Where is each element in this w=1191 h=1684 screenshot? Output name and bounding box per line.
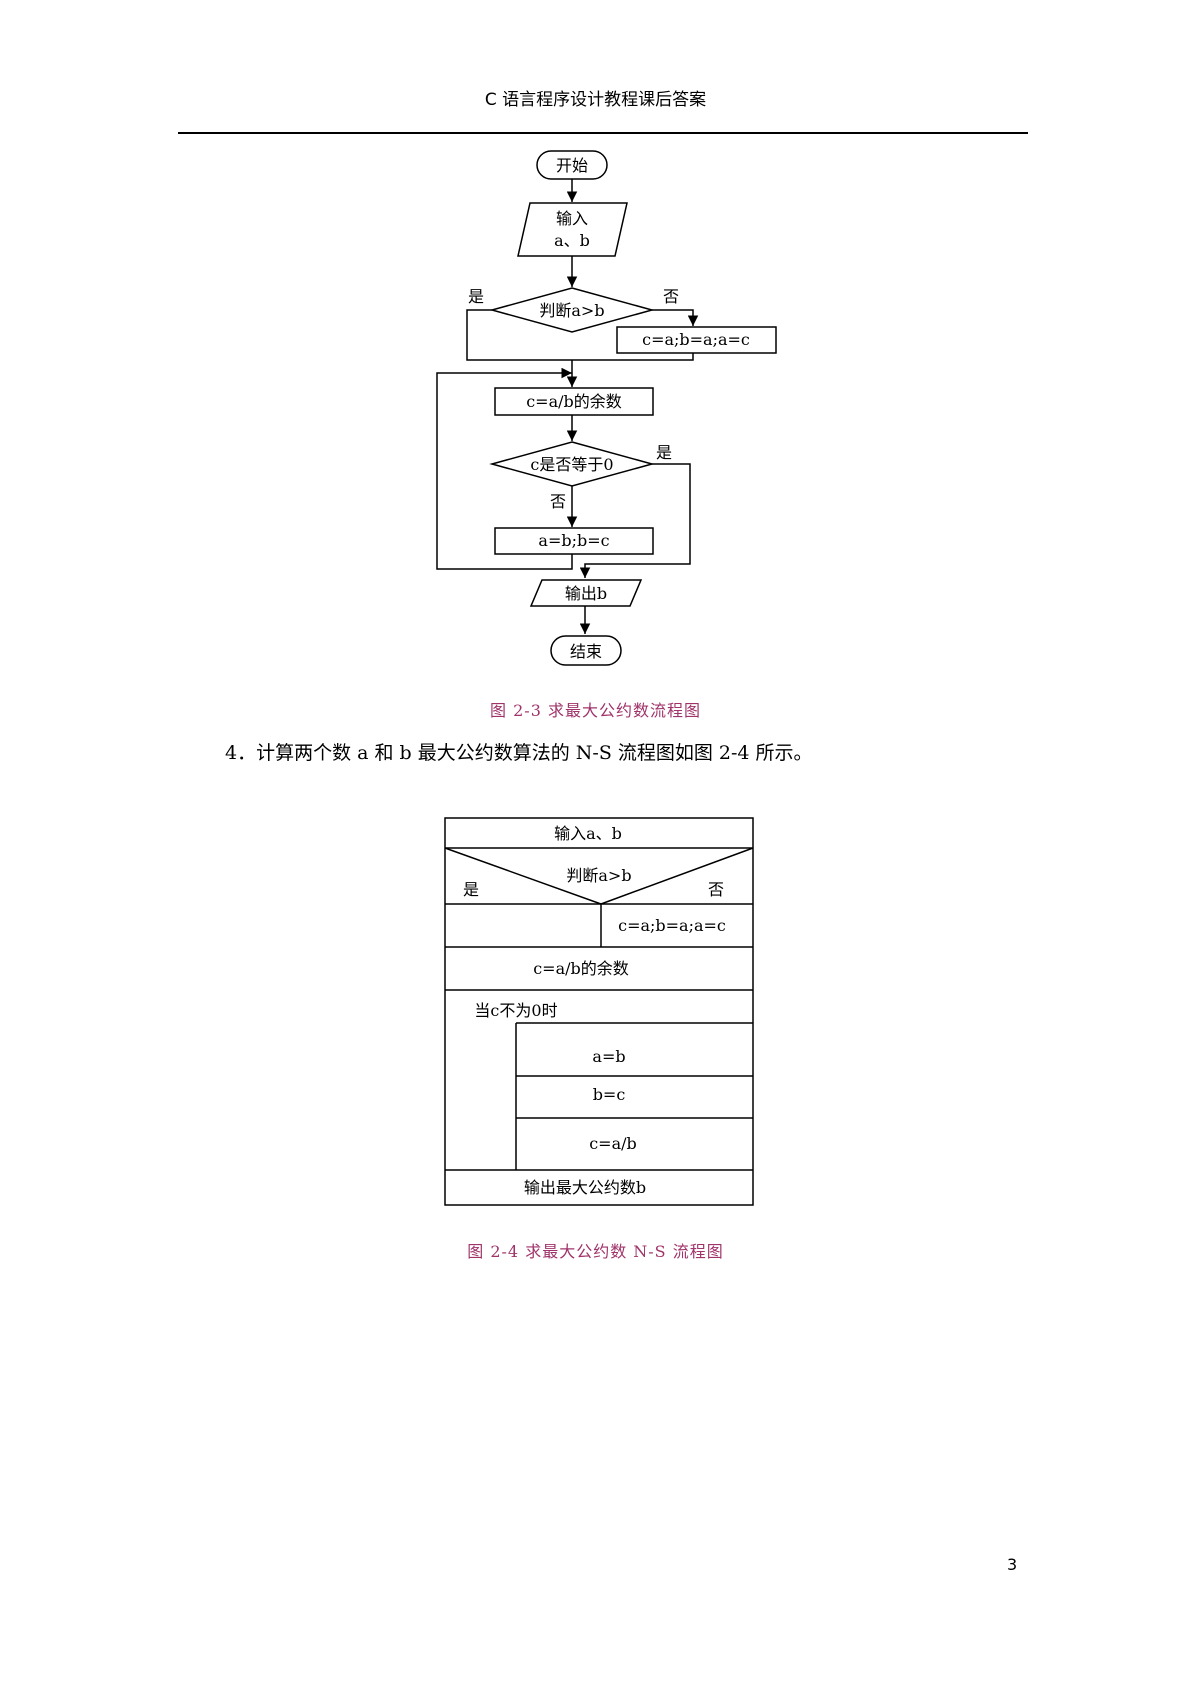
ns-diag-right (600, 847, 754, 905)
ns-output-label: 输出最大公约数b (524, 1178, 646, 1197)
swap-box (616, 326, 777, 354)
page-header-title: C 语言程序设计教程课后答案 (484, 90, 707, 110)
ns-swap-label: c=a;b=a;a=c (618, 916, 726, 935)
figure-2-4-caption: 图 2-4 求最大公约数 N-S 流程图 (467, 1242, 724, 1261)
ns-yes-label: 是 (463, 880, 479, 899)
decision-a-gt-b (489, 287, 655, 333)
header-rule (178, 132, 1028, 134)
swap-label: c=a;b=a;a=c (642, 330, 750, 349)
input-label-2: a、b (554, 231, 590, 250)
input-label-1: 输入 (556, 209, 588, 228)
page-number: 3 (1007, 1555, 1018, 1574)
remainder-label: c=a/b的余数 (526, 392, 622, 411)
figure-2-3-caption: 图 2-3 求最大公约数流程图 (490, 701, 701, 720)
ns-diag-left (444, 847, 602, 905)
ns-input-label: 输入a、b (554, 824, 622, 843)
end-label: 结束 (570, 642, 602, 661)
assign-label: a=b;b=c (538, 531, 609, 550)
decision1-label: 判断a>b (539, 301, 604, 320)
ns-outer-frame (444, 817, 754, 1206)
yes-path-1 (466, 309, 572, 361)
ns-remainder-label: c=a/b的余数 (533, 959, 629, 978)
ns-body1-label: a=b (592, 1047, 625, 1066)
ns-body3-label: c=a/b (589, 1134, 637, 1153)
body-paragraph: 4．计算两个数 a 和 b 最大公约数算法的 N-S 流程图如图 2-4 所示。 (225, 742, 813, 764)
no-path-1 (652, 309, 699, 326)
ns-body2-label: b=c (593, 1085, 626, 1104)
loop-back-line (436, 367, 573, 570)
end-terminal (550, 635, 622, 666)
output-label: 输出b (565, 584, 607, 603)
ns-loop-label: 当c不为0时 (474, 1001, 557, 1020)
ns-decision-label: 判断a>b (566, 866, 631, 885)
decision1-yes-label: 是 (468, 287, 484, 306)
start-label: 开始 (556, 156, 588, 175)
output-parallelogram (529, 579, 643, 607)
decision2-no-label: 否 (550, 492, 566, 511)
remainder-box (494, 387, 654, 416)
decision2-label: c是否等于0 (530, 455, 613, 474)
input-parallelogram (517, 202, 628, 257)
yes-path-2 (579, 463, 691, 578)
flowchart-gcd (436, 150, 777, 666)
swap-return (572, 353, 694, 361)
ns-no-label: 否 (708, 880, 724, 899)
assign-box (494, 527, 654, 555)
decision1-no-label: 否 (663, 287, 679, 306)
ns-chart (444, 817, 754, 1206)
decision2-yes-label: 是 (656, 443, 672, 462)
